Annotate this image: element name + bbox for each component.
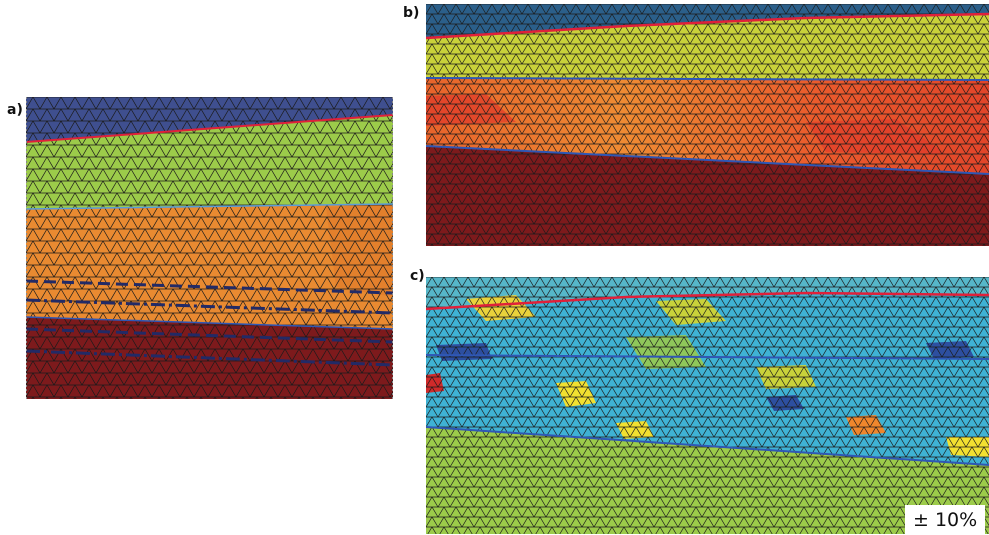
interface-red	[426, 12, 989, 40]
panel-a-label: a)	[7, 102, 23, 118]
interface-red	[426, 291, 989, 311]
panel-b-label: b)	[403, 5, 420, 21]
scale-legend: ± 10%	[905, 505, 986, 535]
panel-a-svg	[26, 97, 393, 399]
panel-b-svg	[426, 4, 989, 246]
interface-blue-1	[426, 77, 989, 81]
panel-c-mesh-model	[426, 277, 989, 534]
interface-blue-1	[26, 203, 393, 210]
dashed-line-2	[26, 298, 393, 315]
interface-blue-2	[426, 145, 989, 175]
dashed-line-1	[26, 279, 393, 295]
panel-a-mesh-model	[26, 97, 393, 399]
scale-legend-text: ± 10%	[913, 509, 978, 531]
interface-blue-2	[26, 316, 393, 330]
mesh-overlay	[426, 4, 989, 246]
panel-c-label: c)	[410, 268, 425, 284]
mesh-overlay	[26, 97, 393, 399]
dashed-line-4	[26, 349, 393, 367]
interface-blue-1	[426, 354, 989, 360]
panel-c-svg	[426, 277, 989, 534]
interface-blue-2	[426, 426, 989, 466]
dashed-line-3	[26, 327, 393, 344]
interface-red	[26, 114, 393, 143]
panel-b-mesh-model	[426, 4, 989, 246]
mesh-overlay	[426, 277, 989, 534]
